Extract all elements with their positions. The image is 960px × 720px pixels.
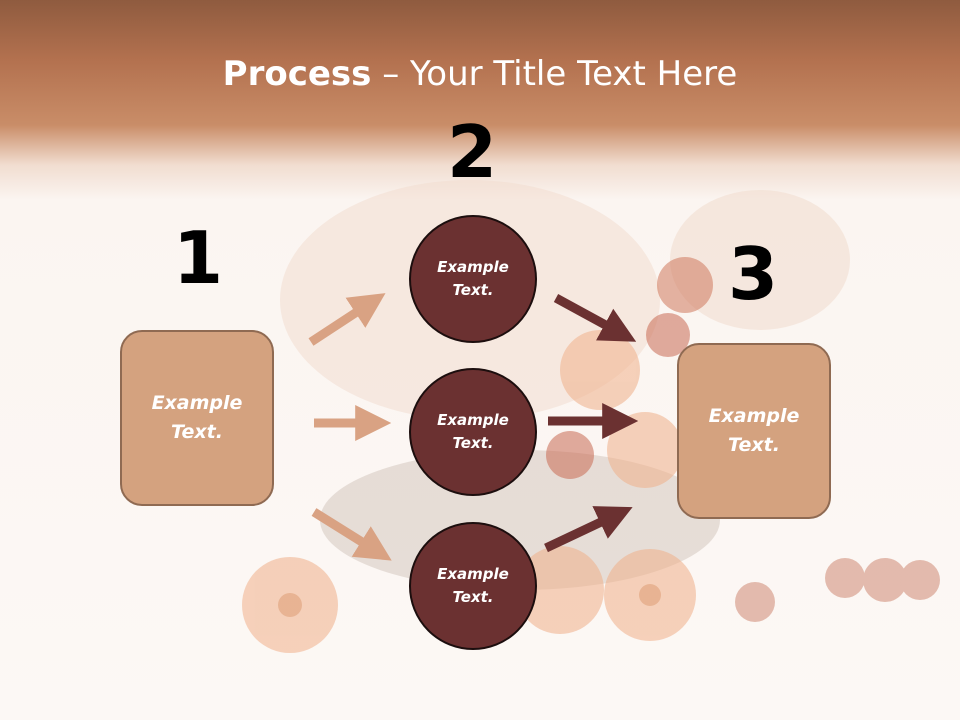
arrow-top-to-right — [553, 294, 637, 342]
left-box: Example Text. — [120, 330, 274, 506]
circle-top: Example Text. — [409, 215, 537, 343]
circle-bottom: Example Text. — [409, 522, 537, 650]
background-flowers — [242, 257, 940, 653]
arrow-left-to-top — [308, 293, 386, 346]
background-hand-shape — [670, 190, 850, 330]
title-bold: Process — [222, 54, 372, 94]
step-number-3: 3 — [727, 232, 779, 316]
circle-middle: Example Text. — [409, 368, 537, 496]
title-dash: – — [371, 54, 411, 94]
title-rest: Your Title Text Here — [410, 54, 738, 94]
step-number-2: 2 — [446, 110, 498, 194]
step-number-1: 1 — [172, 216, 224, 300]
arrow-left-to-bottom — [311, 508, 392, 561]
right-box: Example Text. — [677, 343, 831, 519]
slide-title: Process – Your Title Text Here — [0, 52, 960, 96]
arrow-bottom-to-right — [544, 506, 633, 553]
